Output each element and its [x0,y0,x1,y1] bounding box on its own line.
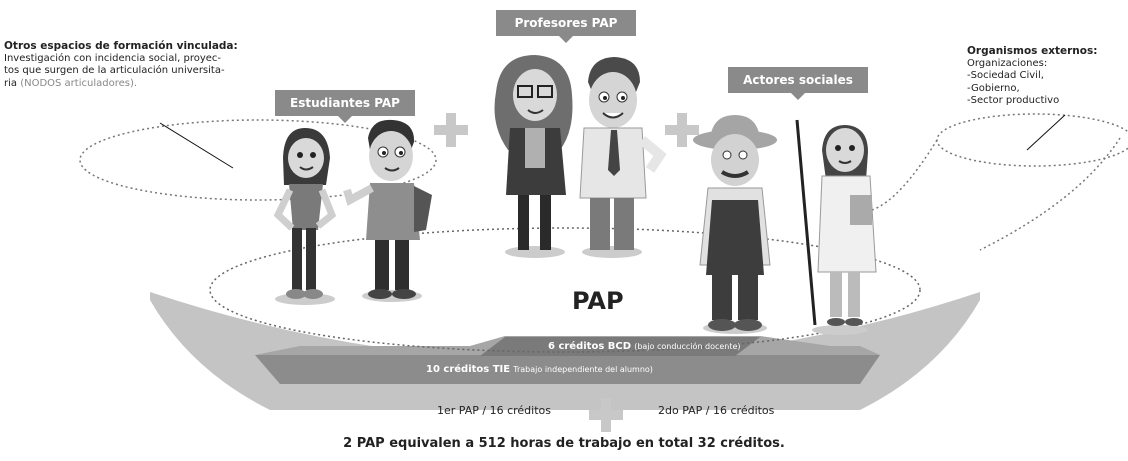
right-pointer-line [1026,114,1066,151]
left-note-line: tos que surgen de la articulación univer… [4,65,225,76]
footer-summary: 2 PAP equivalen a 512 horas de trabajo e… [343,436,785,451]
teacher-woman-figure [494,55,573,250]
right-note-line: -Gobierno, [967,82,1020,94]
left-note-nodos: (NODOS articuladores). [20,77,138,89]
plus-icon [434,113,468,147]
right-dotted-ellipse [936,113,1128,167]
left-note-title: Otros espacios de formación vinculada: [4,40,238,52]
bcd-band-top [480,337,760,356]
left-note-line: Investigación con incidencia social, pro… [4,52,222,64]
right-connector-2 [979,137,1121,251]
bcd-band-label-bold: 6 créditos BCD [548,341,632,352]
right-note: Organismos externos: Organizaciones: -So… [967,45,1117,108]
right-note-line: -Sociedad Civil, [967,70,1044,81]
plus-icon [589,398,623,432]
bcd-band-label-small: (bajo conducción docente) [634,342,741,351]
student-woman-figure [273,128,337,299]
second-pap-label: 2do PAP / 16 créditos [658,404,775,417]
right-connector [871,139,938,211]
figure-shadow [505,246,565,258]
tie-band-label: 10 créditos TIE Trabajo independiente de… [426,364,653,375]
figure-shadow [812,325,868,335]
label-estudiantes: Estudiantes PAP [275,90,415,123]
label-actores: Actores sociales [728,67,868,100]
doctor-figure [817,125,877,326]
plus-icon [665,113,699,147]
right-note-line: -Sector productivo [967,95,1060,106]
tie-band-label-bold: 10 créditos TIE [426,364,511,375]
right-note-line: Organizaciones: [967,57,1048,69]
left-pointer-line [159,122,234,169]
left-note-line: ria (NODOS articuladores). [4,78,244,91]
left-note-line-text: ria [4,77,21,89]
tie-band [255,355,880,384]
label-profesores: Profesores PAP [496,10,636,43]
bcd-band-label: 6 créditos BCD (bajo conducción docente) [548,341,741,352]
tie-band-label-small: Trabajo independiente del alumno) [513,365,653,374]
teacher-man-figure [579,57,667,250]
left-note: Otros espacios de formación vinculada: I… [4,40,244,90]
center-title: PAP [572,287,624,315]
left-dotted-ellipse [79,119,437,201]
farmer-figure [693,94,817,331]
right-note-title: Organismos externos: [967,45,1098,57]
student-man-figure [343,119,432,299]
main-dotted-ellipse [209,227,921,353]
first-pap-label: 1er PAP / 16 créditos [437,404,551,417]
